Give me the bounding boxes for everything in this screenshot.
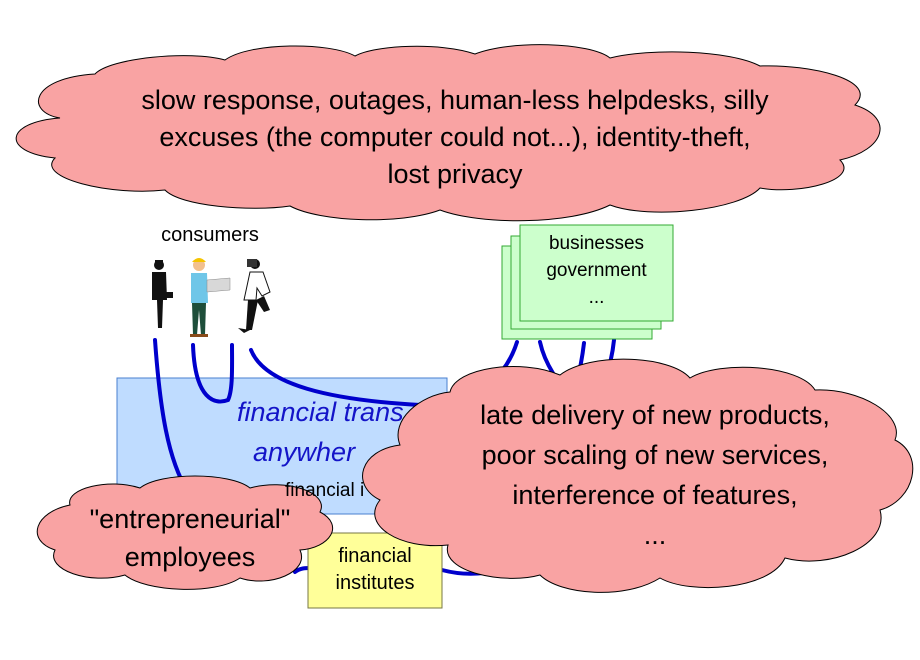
right-cloud-line-3: interference of features, xyxy=(512,480,798,510)
businesses-line-1: businesses xyxy=(548,233,645,254)
right-cloud-text: late delivery of new products, poor scal… xyxy=(395,395,915,555)
center-line-2: anywher xyxy=(253,437,356,467)
worker-icon xyxy=(190,258,231,337)
right-cloud-line-4: ... xyxy=(643,520,667,550)
businesses-box-front xyxy=(519,224,674,322)
connector-worker xyxy=(191,343,235,404)
center-line-3: financial i xyxy=(285,480,365,501)
financial-institutes-box xyxy=(307,532,443,609)
financial-institutes-line-1: financial xyxy=(338,545,412,567)
right-cloud xyxy=(362,358,914,593)
left-cloud-text: "entrepreneurial" employees xyxy=(45,500,335,576)
top-cloud-line-3: lost privacy xyxy=(387,159,523,189)
businesses-text: businesses government ... xyxy=(520,230,673,311)
financial-institutes-line-2: institutes xyxy=(335,572,415,594)
left-cloud-line-1: "entrepreneurial" xyxy=(89,504,291,534)
left-cloud xyxy=(36,475,333,590)
right-cloud-line-2: poor scaling of new services, xyxy=(481,440,829,470)
consumers-label: consumers xyxy=(161,224,259,246)
photographer-icon xyxy=(238,259,271,333)
top-cloud-line-1: slow response, outages, human-less helpd… xyxy=(141,85,769,115)
businesses-line-2: government xyxy=(546,260,647,281)
center-line-1: financial trans xyxy=(237,397,404,427)
left-cloud-line-2: employees xyxy=(124,542,256,572)
top-cloud-line-2: excuses (the computer could not...), ide… xyxy=(159,122,751,152)
businesses-line-3: ... xyxy=(588,287,605,308)
right-cloud-line-1: late delivery of new products, xyxy=(480,400,830,430)
top-cloud-text: slow response, outages, human-less helpd… xyxy=(40,82,870,193)
top-cloud xyxy=(15,44,881,222)
financial-institutes-text: financial institutes xyxy=(308,543,442,597)
businessman-icon xyxy=(152,260,173,328)
